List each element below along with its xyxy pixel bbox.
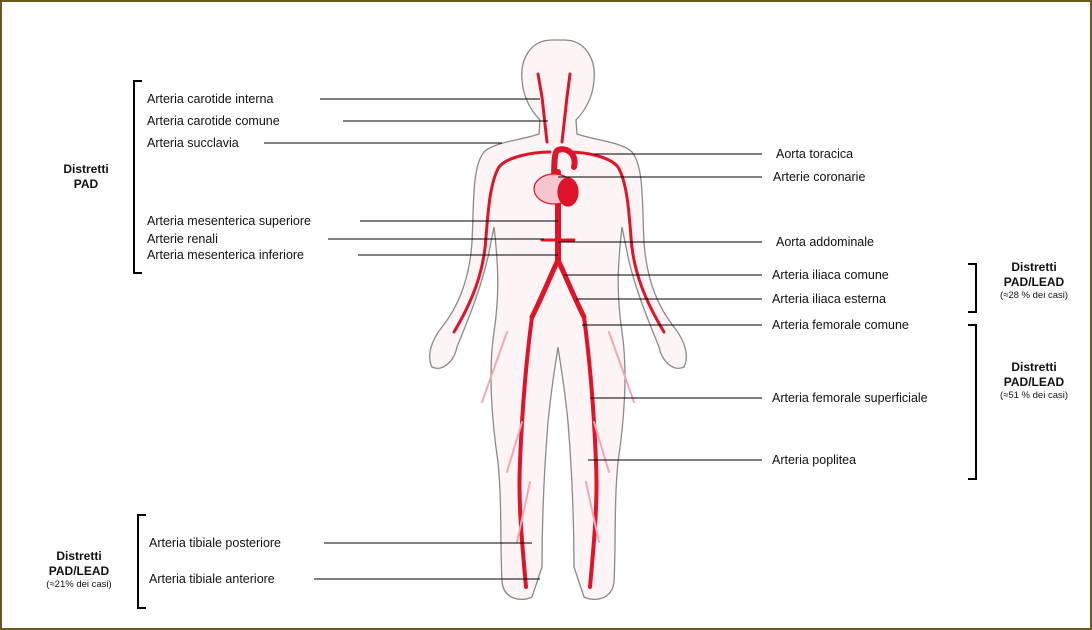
label-iliaca-comune: Arteria iliaca comune <box>772 268 889 282</box>
label-tibiale-anteriore: Arteria tibiale anteriore <box>149 572 275 586</box>
group-iliac-share: (≈28 % dei casi) <box>982 290 1086 302</box>
label-renali: Arterie renali <box>147 232 218 246</box>
label-femorale-comune: Arteria femorale comune <box>772 318 909 332</box>
label-carotide-interna: Arteria carotide interna <box>147 92 273 106</box>
group-tibial-title-2: PAD/LEAD <box>24 564 134 579</box>
label-mesenterica-superiore: Arteria mesenterica superiore <box>147 214 311 228</box>
bracket-tibial <box>138 515 146 608</box>
bracket-femoral <box>968 325 976 479</box>
label-mesenterica-inferiore: Arteria mesenterica inferiore <box>147 248 304 262</box>
label-aorta-toracica: Aorta toracica <box>776 147 853 161</box>
group-tibial-share: (≈21% dei casi) <box>24 579 134 591</box>
group-femoral-caption: Distretti PAD/LEAD (≈51 % dei casi) <box>982 360 1086 402</box>
bracket-pad <box>134 81 142 273</box>
label-aorta-addominale: Aorta addominale <box>776 235 874 249</box>
head-neck-outline <box>430 40 687 599</box>
label-femorale-superficiale: Arteria femorale superficiale <box>772 391 928 405</box>
group-iliac-title-2: PAD/LEAD <box>982 275 1086 290</box>
group-femoral-share: (≈51 % dei casi) <box>982 390 1086 402</box>
group-pad-title-2: PAD <box>46 177 126 192</box>
label-coronarie: Arterie coronarie <box>773 170 865 184</box>
group-tibial-caption: Distretti PAD/LEAD (≈21% dei casi) <box>24 549 134 591</box>
group-femoral-title-1: Distretti <box>982 360 1086 375</box>
group-iliac-caption: Distretti PAD/LEAD (≈28 % dei casi) <box>982 260 1086 302</box>
bracket-iliac <box>968 264 976 312</box>
group-iliac-title-1: Distretti <box>982 260 1086 275</box>
label-succlavia: Arteria succlavia <box>147 136 239 150</box>
label-iliaca-esterna: Arteria iliaca esterna <box>772 292 886 306</box>
label-poplitea: Arteria poplitea <box>772 453 856 467</box>
group-tibial-title-1: Distretti <box>24 549 134 564</box>
group-pad-caption: Distretti PAD <box>46 162 126 192</box>
label-tibiale-posteriore: Arteria tibiale posteriore <box>149 536 281 550</box>
body-silhouette <box>430 40 687 599</box>
group-pad-title-1: Distretti <box>46 162 126 177</box>
group-femoral-title-2: PAD/LEAD <box>982 375 1086 390</box>
label-carotide-comune: Arteria carotide comune <box>147 114 280 128</box>
